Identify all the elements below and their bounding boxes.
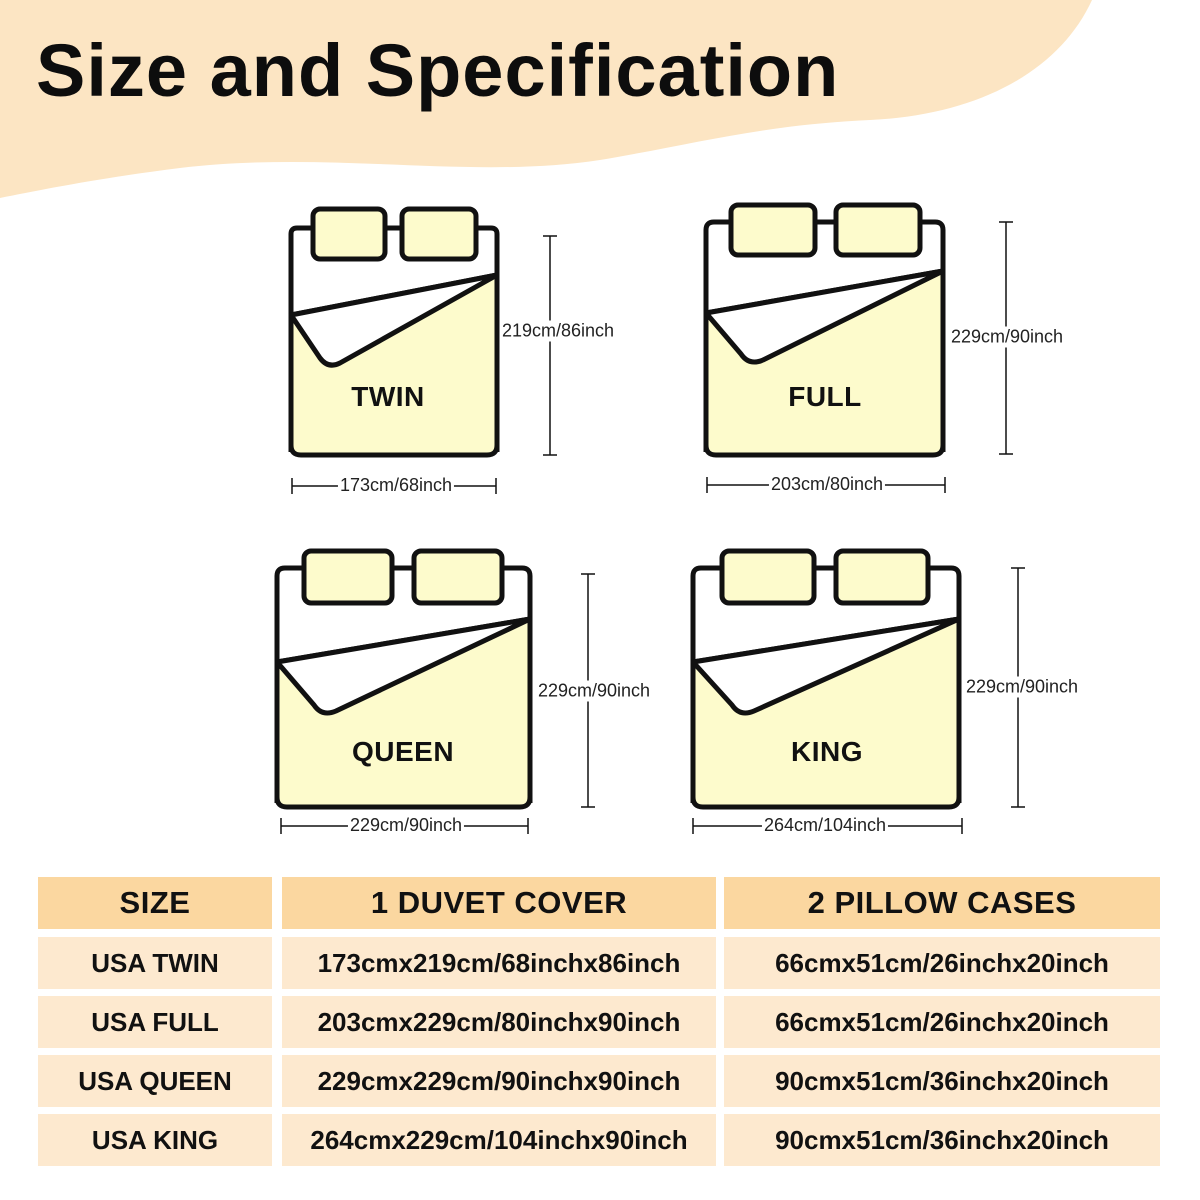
size-cell: USA TWIN — [38, 937, 272, 989]
duvet-cover-cell: 229cmx229cm/90inchx90inch — [282, 1055, 716, 1107]
table-row: USA FULL 203cmx229cm/80inchx90inch 66cmx… — [38, 996, 1160, 1048]
bed-drawing — [703, 202, 1013, 493]
height-dimension: 229cm/90inch — [536, 680, 653, 702]
pillow-cases-cell: 66cmx51cm/26inchx20inch — [724, 996, 1160, 1048]
height-dimension: 219cm/86inch — [500, 320, 617, 342]
width-dimension: 203cm/80inch — [768, 474, 886, 495]
width-dimension: 264cm/104inch — [761, 815, 889, 836]
header-duvet-cover: 1 DUVET COVER — [282, 877, 716, 929]
height-dimension: 229cm/90inch — [949, 326, 1066, 348]
bed-drawing — [690, 548, 1025, 834]
size-cell: USA QUEEN — [38, 1055, 272, 1107]
table-row: USA QUEEN 229cmx229cm/90inchx90inch 90cm… — [38, 1055, 1160, 1107]
table-row: USA KING 264cmx229cm/104inchx90inch 90cm… — [38, 1114, 1160, 1166]
bed-drawing — [288, 206, 557, 494]
bed-diagram-full: FULL 203cm/80inch 229cm/90inch — [703, 202, 1083, 502]
pillow-cases-cell: 90cmx51cm/36inchx20inch — [724, 1114, 1160, 1166]
bed-diagram-king: KING 264cm/104inch 229cm/90inch — [690, 548, 1110, 848]
duvet-cover-cell: 264cmx229cm/104inchx90inch — [282, 1114, 716, 1166]
header-pillow-cases: 2 PILLOW CASES — [724, 877, 1160, 929]
bed-diagram-queen: QUEEN 229cm/90inch 229cm/90inch — [274, 548, 674, 848]
bed-size-label: QUEEN — [351, 736, 455, 767]
duvet-cover-cell: 203cmx229cm/80inchx90inch — [282, 996, 716, 1048]
table-row: USA TWIN 173cmx219cm/68inchx86inch 66cmx… — [38, 937, 1160, 989]
page-title: Size and Specification — [36, 29, 840, 112]
bed-drawing — [274, 548, 595, 834]
header-wave-background — [0, 0, 1092, 198]
height-dimension: 229cm/90inch — [964, 676, 1081, 698]
size-cell: USA KING — [38, 1114, 272, 1166]
header-size: SIZE — [38, 877, 272, 929]
duvet-cover-cell: 173cmx219cm/68inchx86inch — [282, 937, 716, 989]
pillow-cases-cell: 66cmx51cm/26inchx20inch — [724, 937, 1160, 989]
bed-size-label: FULL — [788, 381, 862, 412]
pillow-cases-cell: 90cmx51cm/36inchx20inch — [724, 1055, 1160, 1107]
table-header-row: SIZE 1 DUVET COVER 2 PILLOW CASES — [38, 877, 1160, 929]
bed-size-label: KING — [791, 736, 863, 767]
width-dimension: 229cm/90inch — [347, 815, 465, 836]
bed-diagram-twin: TWIN 173cm/68inch 219cm/86inch — [288, 206, 638, 506]
size-cell: USA FULL — [38, 996, 272, 1048]
width-dimension: 173cm/68inch — [337, 475, 455, 496]
bed-size-label: TWIN — [351, 381, 425, 412]
